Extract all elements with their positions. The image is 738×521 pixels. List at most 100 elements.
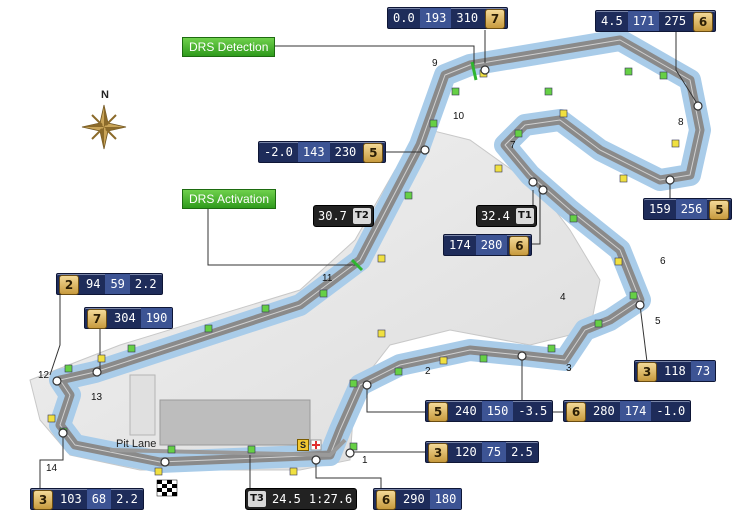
turn-number-12: 12	[38, 370, 50, 381]
info-value: 75	[481, 442, 507, 462]
info-value: 159	[649, 202, 671, 216]
info-value: 94	[86, 277, 101, 291]
gear-badge: 6	[376, 490, 396, 510]
info-box-turn-12: 2 94 59 2.2	[56, 273, 163, 295]
info-value: 150	[481, 401, 514, 421]
info-value: 103	[60, 492, 82, 506]
info-value: 174	[619, 401, 652, 421]
drs-activation-label: DRS Activation	[182, 189, 277, 209]
info-value: 2.2	[116, 492, 138, 506]
info-value: 143	[297, 142, 330, 162]
sector-1-box: 32.4 T1	[476, 205, 537, 227]
info-value: 280	[593, 404, 615, 418]
turn-number-13: 13	[91, 392, 103, 403]
gear-badge: 5	[709, 200, 730, 220]
sector-2-tag: T2	[352, 208, 371, 224]
compass-rose	[81, 104, 127, 150]
turn-number-3: 3	[566, 363, 572, 374]
info-box-turn-2: 5 240 150 -3.5	[425, 400, 554, 422]
safety-car-marker: S	[297, 439, 310, 451]
speed-points	[52, 65, 703, 467]
info-value: 59	[105, 274, 130, 294]
pit-lane-label: Pit Lane	[116, 438, 157, 450]
info-value: 180	[429, 489, 462, 509]
info-box-turn-1: 3 120 75 2.5	[425, 441, 539, 463]
pit-building	[159, 399, 311, 446]
info-value: -3.5	[518, 404, 548, 418]
info-value: 275	[664, 14, 687, 28]
info-box-turn-3: 6 280 174 -1.0	[563, 400, 692, 422]
info-value: 68	[86, 489, 112, 509]
turn-number-14: 14	[46, 463, 58, 474]
info-value: 0.0	[393, 11, 415, 25]
turn-number-6: 6	[660, 256, 666, 267]
gear-badge: 6	[693, 12, 714, 32]
info-box-turn-8: 4.5 171 275 6	[595, 10, 717, 32]
grandstand	[129, 374, 156, 436]
info-box-turn-10: -2.0 143 230 5	[258, 141, 387, 163]
info-value: 290	[403, 492, 425, 506]
info-box-turn-8-exit: 159 256 5	[643, 198, 733, 220]
pit-lane	[109, 438, 347, 458]
turn-number-9: 9	[432, 58, 438, 69]
gear-badge: 6	[509, 236, 530, 256]
drs-activation-line	[350, 258, 364, 272]
gear-badge: 7	[485, 9, 506, 29]
info-box-turn-5: 3 118 73	[634, 360, 717, 382]
info-value: 118	[664, 364, 686, 378]
gear-badge: 3	[428, 443, 448, 463]
info-value: 2.5	[511, 445, 533, 459]
info-value: -1.0	[656, 404, 686, 418]
drs-detection-label: DRS Detection	[182, 37, 276, 57]
gear-badge: 7	[87, 309, 107, 329]
turn-number-10: 10	[453, 111, 465, 122]
drs-detection-line	[470, 61, 478, 81]
compass-north-label: N	[101, 89, 109, 101]
info-box-turn-7: 174 280 6	[443, 234, 533, 256]
turn-number-7: 7	[510, 140, 516, 151]
info-value: 256	[675, 199, 708, 219]
marshal-posts	[47, 67, 680, 476]
turn-number-2: 2	[425, 366, 431, 377]
turn-number-4: 4	[560, 292, 566, 303]
checkered-flag-icon	[156, 479, 178, 497]
info-box-turn-9: 0.0 193 310 7	[387, 7, 509, 29]
lap-time: 1:27.6	[308, 492, 353, 506]
sector-3-time: 24.5	[272, 492, 301, 506]
info-value: 304	[114, 311, 136, 325]
info-value: 73	[690, 361, 716, 381]
turn-number-11: 11	[322, 273, 333, 284]
info-value: 120	[455, 445, 477, 459]
info-value: 230	[334, 145, 357, 159]
info-box-turn-14: 3 103 68 2.2	[30, 488, 144, 510]
turn-number-8: 8	[678, 117, 684, 128]
sector-3-tag: T3	[248, 491, 266, 507]
track-centerline	[59, 39, 701, 463]
info-value: 4.5	[601, 14, 623, 28]
turn-number-1: 1	[362, 455, 368, 466]
info-value: 310	[456, 11, 479, 25]
gear-badge: 3	[33, 490, 53, 510]
info-value: 171	[627, 11, 660, 31]
info-value: -2.0	[264, 145, 293, 159]
gear-badge: 3	[637, 362, 657, 382]
sector-2-time: 30.7	[318, 209, 347, 223]
info-box-finish-line: 6 290 180	[373, 488, 463, 510]
sector-2-box: 30.7 T2	[313, 205, 374, 227]
sector-1-time: 32.4	[481, 209, 510, 223]
info-box-straight: 7 304 190	[84, 307, 174, 329]
turn-number-5: 5	[655, 316, 661, 327]
info-value: 193	[419, 8, 452, 28]
info-value: 280	[475, 235, 508, 255]
medical-cross-icon	[310, 439, 322, 451]
gear-badge: 5	[363, 143, 384, 163]
sector-3-box: T3 24.5 1:27.6	[245, 488, 358, 510]
gear-badge: 5	[428, 402, 448, 422]
info-value: 2.2	[134, 277, 157, 291]
gear-badge: 6	[566, 402, 586, 422]
info-value: 240	[455, 404, 477, 418]
info-value: 174	[449, 238, 471, 252]
info-value: 190	[140, 308, 173, 328]
gear-badge: 2	[59, 275, 79, 295]
